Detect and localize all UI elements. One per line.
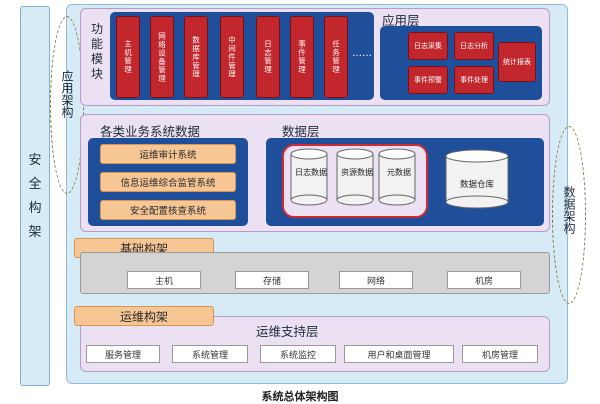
app-event-warning: 事件预警 [408,66,448,94]
module-database: 数据库管理 [184,16,208,98]
db-cylinder-resource [336,148,374,206]
data-arch-oval [552,126,586,304]
security-char-1: 安 [28,152,42,168]
db-resource-label: 资源数据 [341,168,373,177]
security-char-3: 构 [28,201,42,216]
app-layer-box: 日志采集 日志分析 统计报表 事件预警 事件处理 [380,26,542,100]
module-host: 主机管理 [116,16,140,98]
data-layer-title: 数据层 [282,124,320,139]
business-data-title: 各类业务系统数据 [100,124,201,139]
db-log-label: 日志数据 [295,168,327,177]
module-log: 日志管理 [256,16,280,98]
ops-support-title: 运维支持层 [256,324,319,339]
app-layer-title: 应用层 [382,13,420,28]
ops-title: 运维构架 [74,306,214,326]
ops-user-desktop-mgmt: 用户和桌面管理 [344,345,454,363]
security-char-4: 架 [28,225,42,241]
function-module-box: 主机管理 网络设备管理 数据库管理 中间件管理 日志管理 事件管理 任务管理 …… [110,12,374,100]
db-metadata-label: 元数据 [387,168,411,177]
infra-panel: 主机 存储 网络 机房 [80,252,550,294]
db-cylinder-log [290,148,328,206]
security-char-2: 全 [28,176,42,192]
infra-network: 网络 [339,271,413,289]
business-data-box: 运维审计系统 信息运维综合监管系统 安全配置核查系统 [88,138,248,226]
ops-system-monitor: 系统监控 [260,345,336,363]
data-warehouse-label: 数据仓库 [459,180,494,190]
app-event-handle: 事件处理 [454,66,494,94]
infra-host: 主机 [127,271,201,289]
app-log-analysis: 日志分析 [454,32,494,60]
ops-datacenter-mgmt: 机房管理 [462,345,538,363]
security-architecture-label: 安 全 构 架 [21,127,49,267]
data-warehouse-cylinder [445,149,509,209]
module-middleware: 中间件管理 [220,16,244,98]
diagram-caption: 系统总体架构图 [261,390,339,403]
biz-monitor-system: 信息运维综合监管系统 [100,172,236,192]
module-network: 网络设备管理 [150,16,174,98]
biz-audit-system: 运维审计系统 [100,144,236,164]
module-task: 任务管理 [324,16,348,98]
function-module-text: 功能模块 [90,22,103,81]
db-cylinders [290,148,509,209]
ops-system-mgmt: 系统管理 [172,345,248,363]
app-log-collect: 日志采集 [408,32,448,60]
module-event: 事件管理 [290,16,314,98]
data-arch-label: 数据架构 [562,186,576,234]
db-cylinder-metadata [378,148,416,206]
infra-storage: 存储 [235,271,309,289]
function-module-label: 功能模块 [86,22,108,82]
app-stat-report: 统计报表 [498,42,536,82]
infra-datacenter: 机房 [447,271,521,289]
app-arch-label: 应用架构 [60,70,74,118]
biz-config-check-system: 安全配置核查系统 [100,200,236,220]
security-architecture-bar: 安 全 构 架 [20,6,50,386]
module-ellipsis: …… [352,48,372,59]
ops-service-mgmt: 服务管理 [86,345,160,363]
